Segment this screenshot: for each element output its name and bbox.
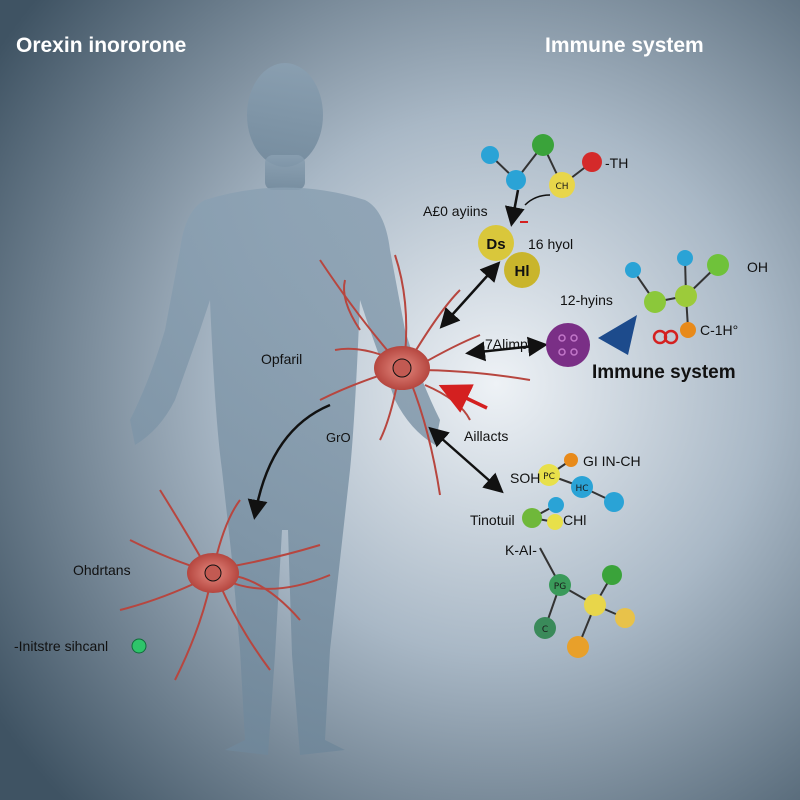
node-hc-label: HC: [575, 484, 588, 494]
atom-orange-1: [680, 322, 696, 338]
atom-blue-3: [625, 262, 641, 278]
label-soh: SOH: [510, 470, 541, 486]
atom-green-4: [675, 285, 697, 307]
node-pg-label: PG: [554, 582, 566, 592]
red-ring-icon: [652, 329, 679, 345]
label-ohdrtans: Ohdrtans: [73, 562, 131, 578]
label-tinotuil: Tinotuil: [470, 512, 515, 528]
atom-yellow-3: [584, 594, 606, 616]
arrow-gro-curve: [247, 403, 331, 520]
label-gro: GrO: [326, 430, 351, 445]
label-opfaril: Opfaril: [261, 351, 303, 367]
human-body-silhouette: [130, 63, 440, 755]
atom-yellow-pc: [538, 464, 560, 486]
atom-green-pg: [549, 574, 571, 596]
atom-blue-2: [506, 170, 526, 190]
node-ds: [478, 225, 514, 261]
atom-blue-5: [604, 492, 624, 512]
left-title: Orexin inororone: [16, 34, 187, 57]
label-immune-system: Immune system: [592, 362, 736, 383]
atom-blue-hc: [571, 476, 593, 498]
label-7alimp: 7Alimp: [485, 336, 528, 352]
atom-orange-2: [564, 453, 578, 467]
node-c-label: C: [542, 625, 548, 635]
arrow-neuron-to-ds: [439, 261, 501, 329]
arrow-top-molecule: [504, 189, 525, 227]
atom-green-c: [534, 617, 556, 639]
lower-neuron: [119, 489, 331, 681]
immune-cell-dots: [558, 334, 578, 356]
atom-green-3: [644, 291, 666, 313]
node-ch-label: CH: [555, 182, 568, 192]
atom-blue-1: [481, 146, 499, 164]
atom-yellow-4: [615, 608, 635, 628]
arrow-neuron-to-immune: [465, 336, 548, 362]
node-hi: [504, 252, 540, 288]
label-initstre-sihcanl: -Initstre sihcanl: [14, 638, 109, 654]
atom-yellow-ch: [549, 172, 575, 198]
atom-blue-4: [677, 250, 693, 266]
atom-blue-6: [548, 497, 564, 513]
label-16-hyol: 16 hyol: [528, 236, 574, 252]
label-k-ai: K-AI-: [505, 542, 537, 558]
label-chl: CHl: [563, 512, 587, 528]
arrow-red: [438, 384, 488, 413]
atom-orange-3: [567, 636, 589, 658]
immune-cell: [546, 323, 590, 367]
label-c-1h: C-1H°: [700, 322, 739, 338]
atom-green-6: [602, 565, 622, 585]
label-a10-ayiins: A£0 ayiins: [423, 203, 488, 219]
atom-red-1: [582, 152, 602, 172]
node-pc-label: PC: [543, 472, 555, 482]
atom-green-2: [707, 254, 729, 276]
atom-green-5: [522, 508, 542, 528]
label-oh: OH: [747, 259, 768, 275]
arrow-neuron-to-soh: [428, 426, 504, 494]
label-gi-in-ch: GI IN-CH: [583, 453, 641, 469]
arrow-small-curve: [524, 194, 551, 206]
right-title: Immune system: [545, 34, 704, 57]
label-th: -TH: [605, 155, 629, 171]
blue-arrowhead: [598, 315, 637, 355]
label-aillacts: Aillacts: [464, 428, 509, 444]
atom-yellow-2: [547, 514, 563, 530]
node-ds-label: Ds: [486, 236, 505, 253]
label-12-hyins: 12-hyins: [560, 292, 613, 308]
node-hi-label: Hl: [515, 263, 530, 280]
atom-green-1: [532, 134, 554, 156]
green-dot-indicator: [131, 638, 147, 654]
